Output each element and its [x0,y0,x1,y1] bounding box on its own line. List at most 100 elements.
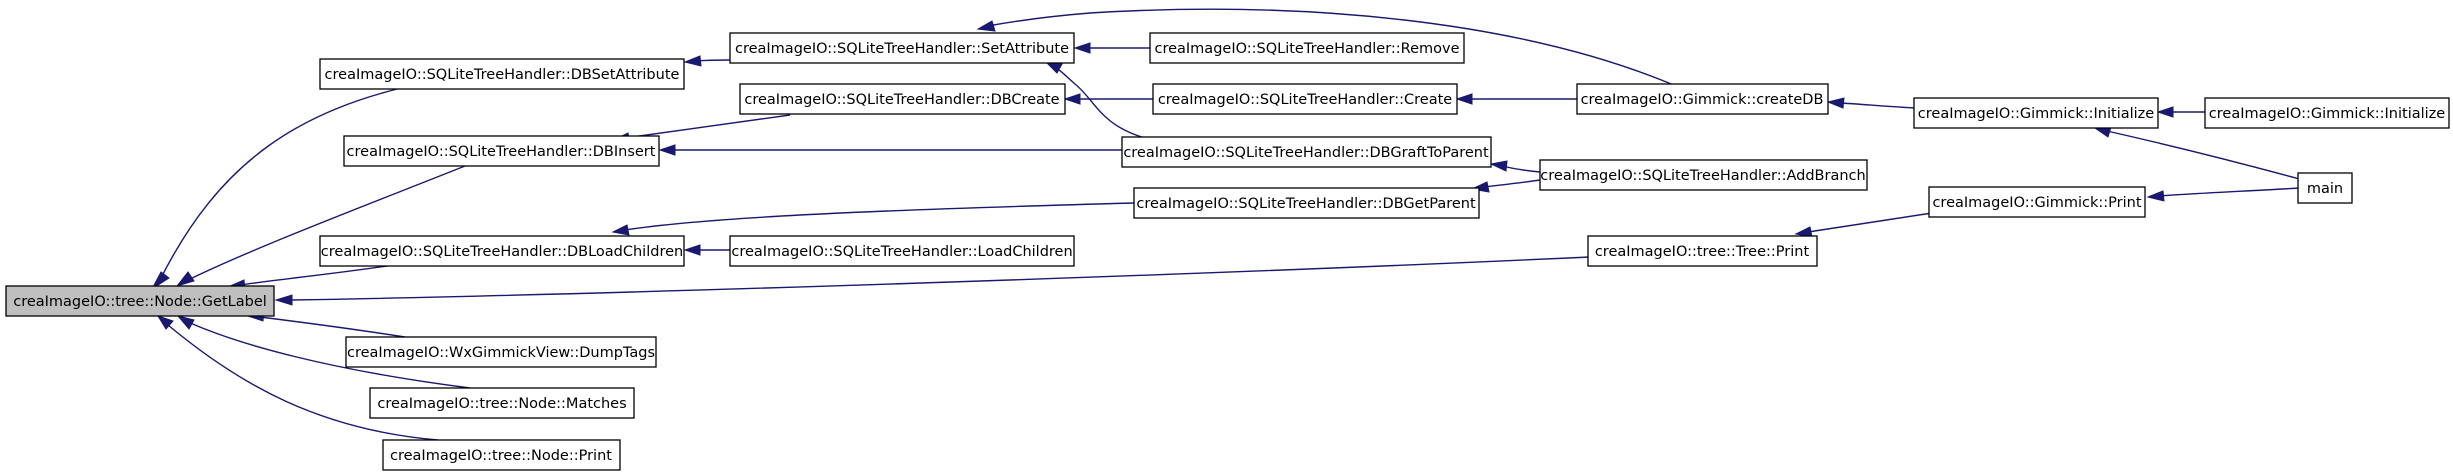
edge-addbranch-to-dbgrafttoparent [1502,165,1541,173]
edges-layer [150,8,2304,441]
nodes-layer: creaImageIO::tree::Node::GetLabel creaIm… [5,32,2450,471]
node-label: creaImageIO::SQLiteTreeHandler::LoadChil… [731,244,1072,260]
arrowhead [1063,93,1081,105]
node-loadchildren[interactable]: creaImageIO::SQLiteTreeHandler::LoadChil… [729,235,1075,267]
arrowhead [150,271,170,291]
node-label: creaImageIO::tree::Node::Print [390,448,612,464]
node-remove[interactable]: creaImageIO::SQLiteTreeHandler::Remove [1149,32,1465,64]
edge-initialize-to-createdb [1839,102,1915,109]
node-node-matches[interactable]: creaImageIO::tree::Node::Matches [369,387,635,419]
node-box [343,135,660,167]
edge-dbgetparent-to-dbloadchildren [624,202,1135,231]
node-label: creaImageIO::Gimmick::Print [1932,195,2141,211]
arrowhead [658,144,676,156]
arrowhead [156,315,174,330]
node-main[interactable]: main [2297,172,2353,204]
node-dbloadchildren[interactable]: creaImageIO::SQLiteTreeHandler::DBLoadCh… [319,235,685,267]
arrowhead [976,20,996,32]
node-gimmick-initialize[interactable]: creaImageIO::Gimmick::Initialize [1913,97,2159,129]
arrowhead [2156,106,2174,118]
node-box [1913,97,2159,129]
node-label: creaImageIO::SQLiteTreeHandler::DBGraftT… [1123,145,1489,161]
edge-dbloadchildren-to-getlabel [239,263,401,286]
node-gimmick-initialize-caller[interactable]: creaImageIO::Gimmick::Initialize [2204,97,2450,129]
node-box [729,235,1075,267]
node-gimmick-createdb[interactable]: creaImageIO::Gimmick::createDB [1576,83,1829,115]
arrowhead [1044,61,1063,74]
node-box [1539,159,1868,191]
node-box [319,235,685,267]
node-addbranch[interactable]: creaImageIO::SQLiteTreeHandler::AddBranc… [1539,159,1868,191]
node-label: creaImageIO::SQLiteTreeHandler::Remove [1154,41,1459,57]
node-label: creaImageIO::Gimmick::createDB [1581,92,1824,108]
node-box [729,32,1075,64]
edge-main-to-initialize [2106,130,2304,181]
node-node-print[interactable]: creaImageIO::tree::Node::Print [382,439,621,471]
node-box [345,336,657,368]
node-box [1133,187,1480,219]
node-label: creaImageIO::SQLiteTreeHandler::DBLoadCh… [321,244,683,260]
edge-createdb-to-setattribute [987,8,1677,87]
node-label: creaImageIO::SQLiteTreeHandler::DBGetPar… [1136,196,1476,212]
arrowhead [1489,160,1508,172]
node-box [739,83,1066,115]
node-tree-print[interactable]: creaImageIO::tree::Tree::Print [1587,235,1818,267]
node-tree-node-getlabel[interactable]: creaImageIO::tree::Node::GetLabel [5,285,275,317]
arrowhead [683,244,701,256]
node-dbinsert[interactable]: creaImageIO::SQLiteTreeHandler::DBInsert [343,135,660,167]
arrowhead [2146,190,2165,202]
edge-nodeprint-to-getlabel [167,324,439,441]
node-box [2297,172,2353,204]
node-box [1587,235,1818,267]
node-box [1576,83,1829,115]
node-box [369,387,635,419]
edge-treeprint-to-getlabel [289,256,1591,301]
edge-dbgrafttoparent-to-setattribute [1054,66,1146,139]
edge-dbcreate-to-dbinsert [624,114,791,139]
edge-gimmickprint-to-treeprint [1807,212,1933,233]
node-label: creaImageIO::SQLiteTreeHandler::AddBranc… [1540,168,1865,184]
node-setattribute[interactable]: creaImageIO::SQLiteTreeHandler::SetAttri… [729,32,1075,64]
node-dbgetparent[interactable]: creaImageIO::SQLiteTreeHandler::DBGetPar… [1133,187,1480,219]
node-box [1149,32,1465,64]
edge-dbinsert-to-getlabel [187,163,471,281]
node-dbsetattribute[interactable]: creaImageIO::SQLiteTreeHandler::DBSetAtt… [319,58,685,90]
node-label: main [2307,181,2343,197]
node-box-root [5,285,275,317]
node-label: creaImageIO::SQLiteTreeHandler::Create [1158,92,1452,108]
node-box [382,439,621,471]
arrowhead [176,315,195,330]
arrowhead [1826,97,1845,109]
edge-matches-to-getlabel [187,321,471,389]
node-dumptags[interactable]: creaImageIO::WxGimmickView::DumpTags [345,336,657,368]
node-box [319,58,685,90]
node-gimmick-print[interactable]: creaImageIO::Gimmick::Print [1928,186,2146,218]
node-label: creaImageIO::tree::Node::Matches [377,396,626,412]
edge-addbranch-to-dbgetparent [1483,179,1541,188]
node-label: creaImageIO::WxGimmickView::DumpTags [347,345,655,361]
node-label: creaImageIO::SQLiteTreeHandler::DBCreate [744,92,1059,108]
arrowhead [274,294,293,306]
arrowhead [683,55,702,67]
node-dbgrafttoparent[interactable]: creaImageIO::SQLiteTreeHandler::DBGraftT… [1121,136,1492,168]
node-box [1928,186,2146,218]
node-label: creaImageIO::tree::Tree::Print [1595,244,1810,260]
arrowhead [175,271,195,287]
arrowhead [1455,93,1473,105]
node-label: creaImageIO::Gimmick::Initialize [2209,106,2445,122]
edge-dbsetattribute-to-getlabel [159,83,419,281]
node-dbcreate[interactable]: creaImageIO::SQLiteTreeHandler::DBCreate [739,83,1066,115]
edge-main-to-gimmickprint [2159,187,2301,197]
node-label: creaImageIO::tree::Node::GetLabel [13,294,267,310]
node-box [1121,136,1492,168]
arrowhead [1073,42,1091,54]
arrowhead [611,224,630,236]
node-label: creaImageIO::Gimmick::Initialize [1918,106,2154,122]
node-create[interactable]: creaImageIO::SQLiteTreeHandler::Create [1152,83,1458,115]
node-box [2204,97,2450,129]
edge-dumptags-to-getlabel [259,316,406,338]
node-box [1152,83,1458,115]
node-label: creaImageIO::SQLiteTreeHandler::DBInsert [347,144,656,160]
node-label: creaImageIO::SQLiteTreeHandler::DBSetAtt… [325,67,680,83]
